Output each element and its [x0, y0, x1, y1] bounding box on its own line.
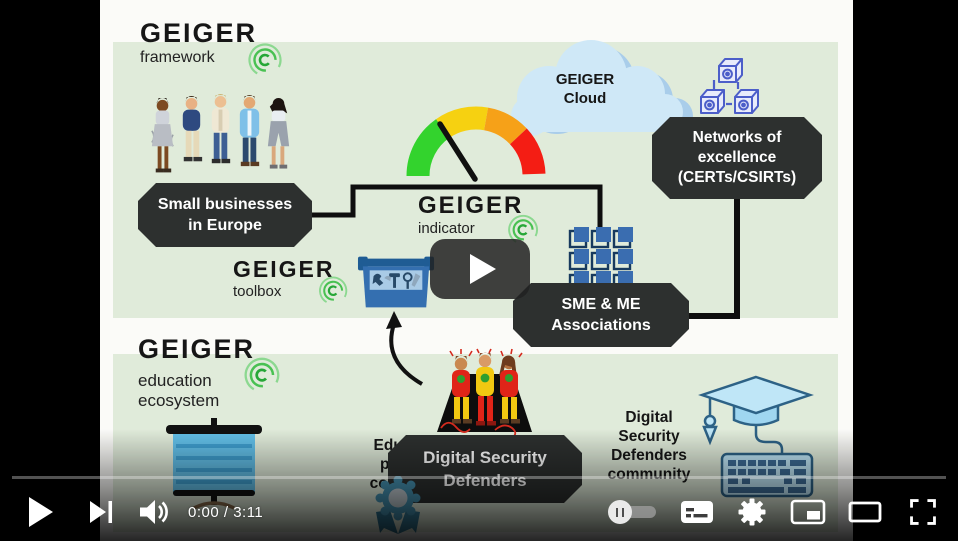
autoplay-toggle[interactable] [608, 500, 656, 524]
logo-subtitle: indicator [418, 220, 475, 237]
cloud-shape [511, 40, 693, 136]
logo-title: GEIGER [140, 18, 258, 48]
small-businesses-box: Small businesses in Europe [138, 183, 312, 247]
logo-title: GEIGER [418, 192, 524, 219]
cloud-text: Cloud [563, 90, 607, 107]
big-play-button[interactable] [430, 239, 530, 299]
geiger-signal-icon [319, 276, 348, 305]
geiger-education-logo: GEIGER education ecosystem [138, 334, 280, 410]
next-button[interactable] [90, 500, 114, 524]
next-icon [90, 501, 112, 523]
people-group [151, 94, 290, 173]
indicator-gauge [406, 106, 546, 182]
subtitles-icon [681, 501, 713, 523]
logo-subtitle: ecosystem [138, 391, 220, 410]
miniplayer-button[interactable] [790, 498, 826, 526]
box-text: (CERTs/CSIRTs) [677, 169, 797, 186]
geiger-signal-icon [244, 357, 280, 393]
box-text: Small businesses [157, 196, 293, 213]
play-triangle-icon [470, 254, 496, 284]
logo-subtitle: education [138, 371, 212, 390]
theater-icon [848, 501, 882, 523]
logo-title: GEIGER [138, 334, 256, 364]
sme-associations-box: SME & ME Associations [513, 283, 689, 347]
miniplayer-icon [790, 499, 826, 525]
subtitles-button[interactable] [680, 499, 714, 525]
cloud-label: GEIGER Cloud [540, 70, 630, 108]
volume-icon [140, 500, 168, 524]
play-icon [29, 497, 53, 527]
connector-lines [310, 184, 740, 386]
box-text: excellence [697, 149, 777, 166]
box-text: SME & ME [561, 296, 641, 313]
autoplay-knob-pause-icon [608, 500, 632, 524]
volume-button[interactable] [138, 498, 170, 526]
blocks-grid-icon [568, 227, 633, 293]
play-button[interactable] [28, 497, 54, 527]
time-display: 0:00 / 3:11 [188, 503, 264, 521]
label-text: Digital [625, 409, 673, 426]
fullscreen-button[interactable] [908, 497, 938, 527]
cloud-text: GEIGER [555, 71, 615, 88]
box-text: Associations [551, 317, 651, 334]
geiger-toolbox-logo: GEIGER toolbox [233, 256, 348, 305]
box-text: in Europe [188, 217, 262, 234]
progress-bar[interactable] [12, 476, 946, 479]
logo-title: GEIGER [233, 256, 335, 282]
geiger-signal-icon [248, 43, 282, 77]
theater-button[interactable] [848, 500, 882, 524]
box-text: Networks of [692, 129, 782, 146]
toolbox-icon [357, 256, 435, 308]
networks-of-excellence-box: Networks of excellence (CERTs/CSIRTs) [652, 117, 822, 199]
settings-button[interactable] [738, 498, 766, 526]
superheroes-group [437, 348, 532, 438]
fullscreen-icon [910, 499, 936, 525]
settings-icon [738, 498, 766, 526]
logo-subtitle: toolbox [233, 283, 282, 300]
geiger-indicator-logo: GEIGER indicator [418, 192, 539, 245]
control-bar: 0:00 / 3:11 [0, 491, 958, 533]
geiger-framework-logo: GEIGER framework [140, 18, 282, 77]
logo-subtitle: framework [140, 49, 215, 66]
network-cubes-icon [700, 58, 759, 114]
